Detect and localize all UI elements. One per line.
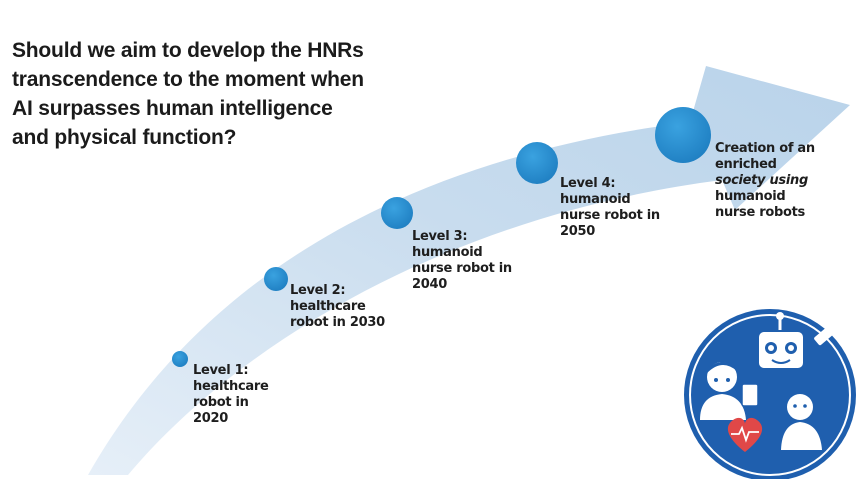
level-label-line: Level 1: [193, 363, 249, 378]
level-3-label: Level 3: humanoid nurse robot in 2040 [412, 229, 512, 293]
level-5-node [655, 107, 711, 163]
level-label-line: nurse robots [715, 205, 805, 220]
level-1-node [172, 351, 188, 367]
level-label-line: enriched [715, 157, 777, 172]
level-2-node [264, 267, 288, 291]
question-line: and physical function? [12, 126, 237, 149]
heart-icon [727, 417, 763, 452]
level-label-line: Level 2: [290, 283, 346, 298]
level-label-line: Creation of an [715, 141, 815, 156]
level-label-line: robot in [193, 395, 249, 410]
nurse-icon [700, 362, 759, 420]
level-2-label: Level 2: healthcare robot in 2030 [290, 283, 385, 331]
level-label-line: healthcare [290, 299, 366, 314]
level-label-line: healthcare [193, 379, 269, 394]
patient-icon [781, 394, 822, 450]
question-line: AI surpasses human intelligence [12, 97, 333, 120]
level-label-line: humanoid [560, 192, 631, 207]
level-1-label: Level 1: healthcare robot in 2020 [193, 363, 269, 427]
level-label-line: 2050 [560, 224, 595, 239]
question-heading: Should we aim to develop the HNRs transc… [12, 36, 432, 152]
level-label-line: 2040 [412, 277, 447, 292]
level-label-line: humanoid [412, 245, 483, 260]
growth-arrow [88, 66, 850, 475]
level-3-node [381, 197, 413, 229]
level-label-line: Level 3: [412, 229, 468, 244]
level-label-line: humanoid [715, 189, 786, 204]
level-label-line: nurse robot in [560, 208, 660, 223]
level-label-line: Level 4: [560, 176, 616, 191]
robot-care-badge [684, 309, 856, 479]
level-4-node [516, 142, 558, 184]
level-label-line: nurse robot in [412, 261, 512, 276]
question-line: transcendence to the moment when [12, 68, 364, 91]
question-line: Should we aim to develop the HNRs [12, 39, 364, 62]
level-label-line: robot in 2030 [290, 315, 385, 330]
level-5-label: Creation of an enriched society using hu… [715, 141, 815, 221]
level-label-line: 2020 [193, 411, 228, 426]
level-label-line: society using [715, 173, 808, 188]
robot-icon [757, 312, 836, 370]
level-4-label: Level 4: humanoid nurse robot in 2050 [560, 176, 660, 240]
